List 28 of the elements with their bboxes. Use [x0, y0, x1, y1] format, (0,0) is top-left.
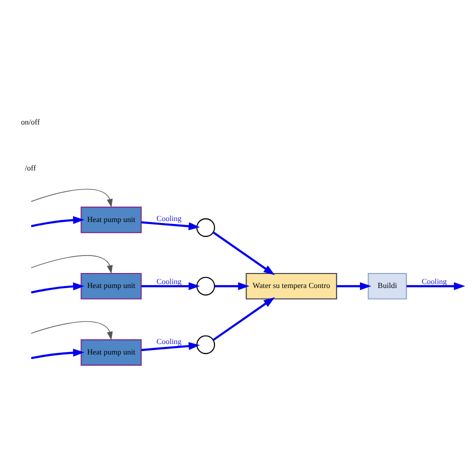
node-box: Heat pump unit: [80, 338, 142, 366]
arrow: [30, 188, 113, 207]
label: on/off: [21, 116, 40, 126]
label: /off: [24, 162, 36, 172]
edge-label: Cooling: [422, 276, 447, 286]
arrow: [31, 348, 84, 359]
arrow: [212, 296, 275, 340]
edge-label: Cooling: [156, 336, 182, 346]
arrow: [212, 231, 275, 275]
arrow: [141, 282, 200, 290]
arrow: [30, 320, 113, 340]
node-circle: [196, 334, 216, 354]
node-box: Water su tempera Contro: [246, 272, 338, 299]
arrow: [336, 282, 372, 290]
arrow: [30, 216, 84, 227]
node-box: Heat pump unit: [80, 206, 142, 233]
arrow: [406, 282, 466, 290]
arrow: [30, 254, 113, 274]
node-circle: [196, 218, 216, 236]
arrow: [141, 342, 200, 351]
node-box: Heat pump unit: [80, 272, 142, 299]
arrow: [30, 282, 84, 294]
edge-label: Cooling: [156, 276, 182, 286]
edge-label: Cooling: [156, 214, 182, 223]
arrow: [214, 282, 250, 290]
arrow: [141, 220, 200, 230]
node-circle: [196, 276, 216, 296]
node-box: Buildi: [368, 272, 407, 299]
